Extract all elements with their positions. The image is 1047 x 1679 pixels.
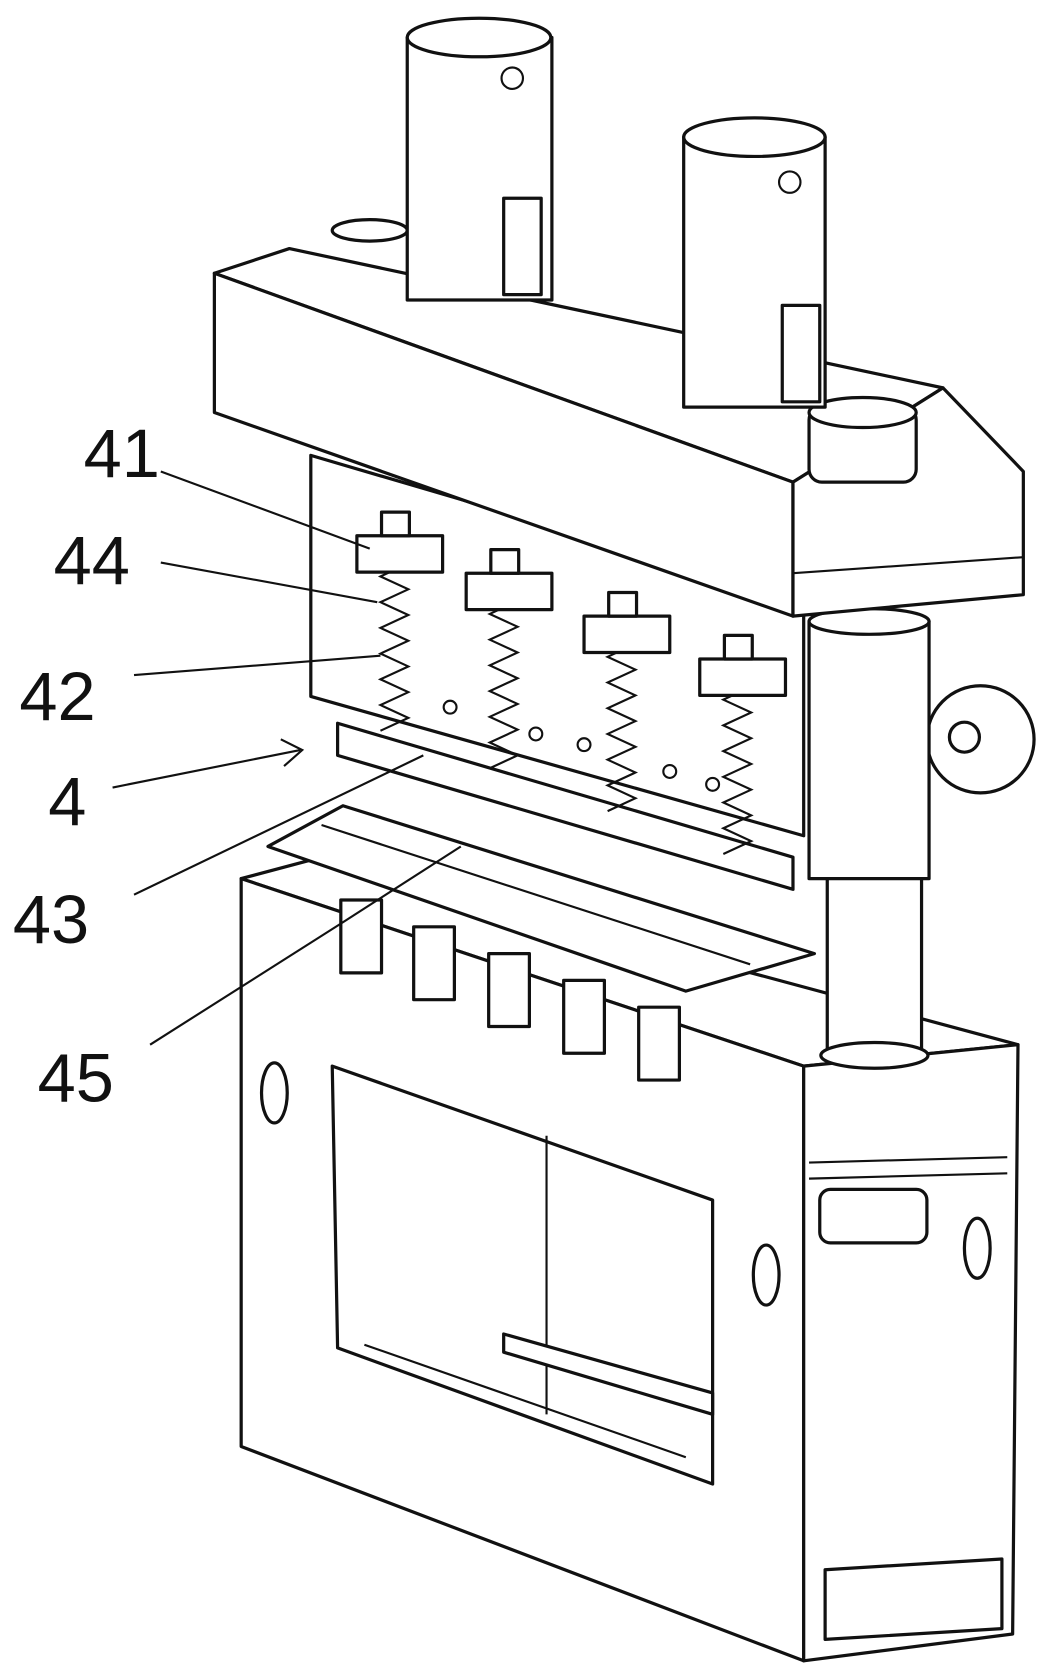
adjust-block: [584, 616, 670, 652]
label-42: 42: [19, 658, 95, 735]
label-43: 43: [13, 881, 89, 958]
label-4: 4: [48, 763, 86, 840]
nut: [724, 635, 752, 659]
nut: [382, 512, 410, 536]
label-44: 44: [54, 522, 130, 599]
right-column: [809, 609, 1034, 1069]
label-41: 41: [84, 415, 160, 492]
adjust-block: [700, 659, 786, 695]
adjust-block: [357, 536, 443, 572]
nut: [609, 593, 637, 617]
adjust-block: [466, 573, 552, 609]
nut: [491, 550, 519, 574]
label-45: 45: [38, 1039, 114, 1116]
